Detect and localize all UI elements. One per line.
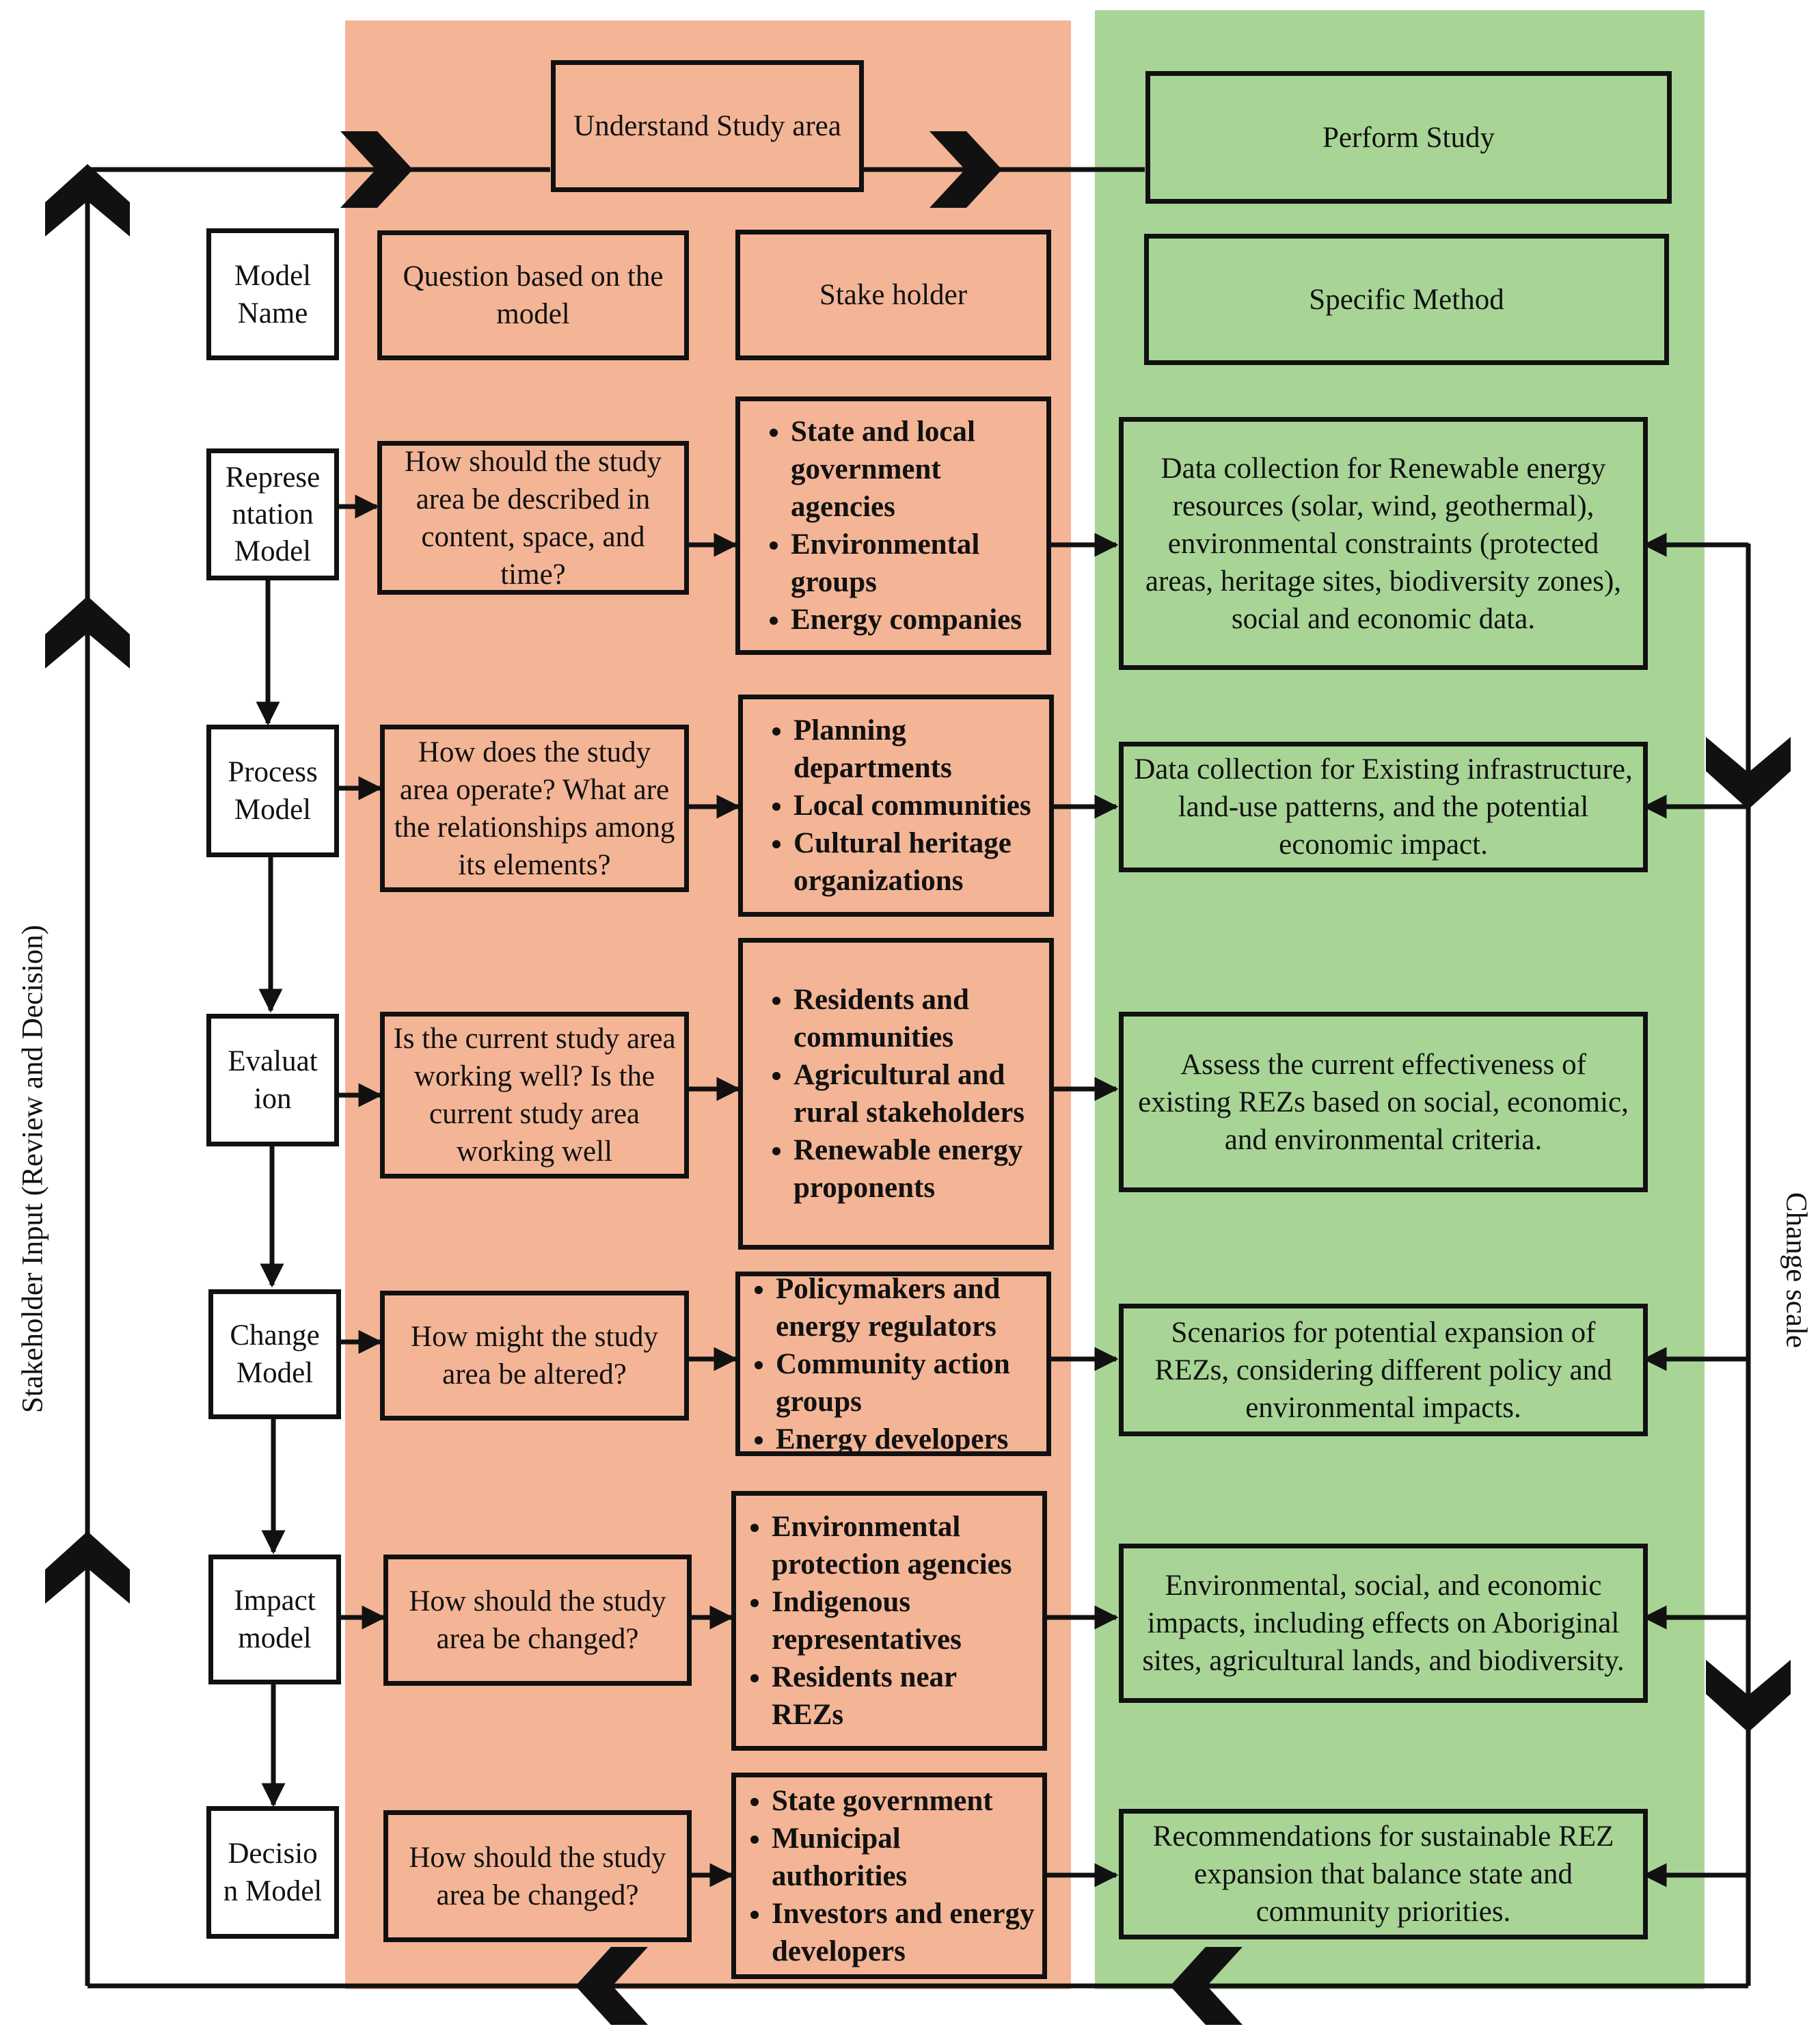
stakeholder-item: State and local government agencies (791, 413, 1040, 526)
question-box-5: How should the study area be changed? (383, 1555, 692, 1686)
impact-model-box: Impact model (208, 1555, 341, 1684)
stakeholder-box-4: Policymakers and energy regulators Commu… (735, 1272, 1051, 1456)
stakeholder-item: Residents and communities (793, 981, 1042, 1056)
stakeholder-item: Policymakers and energy regulators (776, 1276, 1040, 1345)
model-name-header: Model Name (206, 228, 339, 360)
stakeholder-list-2: Planning departments Local communities C… (754, 712, 1042, 900)
stakeholder-box-3: Residents and communities Agricultural a… (738, 938, 1054, 1250)
stakeholder-item: Residents near REZs (772, 1658, 1035, 1734)
chevron-up-icon (45, 164, 130, 237)
chevron-up-icon (45, 1531, 130, 1604)
chevron-down-icon (1706, 737, 1791, 809)
chevron-down-icon (1706, 1660, 1791, 1732)
method-box-4: Scenarios for potential expansion of REZ… (1119, 1304, 1648, 1436)
stakeholder-item: Planning departments (793, 712, 1042, 787)
stakeholder-item: Community action groups (776, 1345, 1040, 1421)
change-model-box: Change Model (208, 1289, 341, 1419)
stakeholder-box-5: Environmental protection agencies Indige… (731, 1491, 1047, 1751)
stakeholder-item: Municipal authorities (772, 1820, 1035, 1895)
specific-method-header: Specific Method (1144, 234, 1669, 365)
question-box-6: How should the study area be changed? (383, 1810, 692, 1942)
change-scale-label: Change scale (1780, 1192, 1813, 1349)
stakeholder-item: Cultural heritage organizations (793, 824, 1042, 900)
stakeholder-item: State government (772, 1782, 1035, 1820)
perform-study-box: Perform Study (1145, 71, 1672, 204)
method-box-1: Data collection for Renewable energy res… (1119, 417, 1648, 670)
evaluation-model-box: Evaluat ion (206, 1014, 339, 1146)
stakeholder-item: Agricultural and rural stakeholders (793, 1056, 1042, 1131)
stakeholder-list-4: Policymakers and energy regulators Commu… (746, 1276, 1040, 1452)
stakeholder-item: Indigenous representatives (772, 1583, 1035, 1658)
chevron-right-icon (930, 131, 1002, 208)
stakeholder-item: Energy companies (791, 601, 1040, 638)
method-box-5: Environmental, social, and economic impa… (1119, 1544, 1648, 1703)
stakeholder-item: Renewable energy proponents (793, 1131, 1042, 1207)
representation-model-box: Represe ntation Model (206, 448, 339, 580)
stakeholder-list-1: State and local government agencies Envi… (751, 413, 1040, 638)
method-box-2: Data collection for Existing infrastruct… (1119, 742, 1648, 872)
process-model-box: Process Model (206, 725, 339, 857)
stakeholder-item: Environmental protection agencies (772, 1508, 1035, 1583)
stakeholder-list-6: State government Municipal authorities I… (742, 1782, 1035, 1970)
question-box-2: How does the study area operate? What ar… (380, 725, 689, 892)
chevron-left-icon (575, 1947, 648, 2025)
stakeholder-box-1: State and local government agencies Envi… (735, 396, 1051, 655)
stakeholder-input-label: Stakeholder Input (Review and Decision) (16, 924, 49, 1414)
chevron-left-icon (1170, 1947, 1243, 2025)
stakeholder-item: Environmental groups (791, 526, 1040, 601)
stakeholder-list-3: Residents and communities Agricultural a… (754, 981, 1042, 1207)
question-box-4: How might the study area be altered? (380, 1291, 689, 1421)
chevron-up-icon (45, 596, 130, 669)
method-box-3: Assess the current effectiveness of exis… (1119, 1012, 1648, 1192)
stakeholder-box-6: State government Municipal authorities I… (731, 1773, 1047, 1979)
question-box-3: Is the current study area working well? … (380, 1012, 689, 1179)
method-box-6: Recommendations for sustainable REZ expa… (1119, 1809, 1648, 1939)
question-header: Question based on the model (377, 230, 689, 360)
stakeholder-box-2: Planning departments Local communities C… (738, 695, 1054, 917)
chevron-right-icon (340, 131, 413, 208)
stakeholder-list-5: Environmental protection agencies Indige… (742, 1508, 1035, 1734)
decision-model-box: Decisio n Model (206, 1806, 339, 1939)
stakeholder-header: Stake holder (735, 230, 1051, 360)
stakeholder-item: Energy developers (776, 1421, 1040, 1452)
question-box-1: How should the study area be described i… (377, 441, 689, 595)
understand-study-box: Understand Study area (551, 60, 864, 192)
stakeholder-item: Local communities (793, 787, 1042, 824)
stakeholder-item: Investors and energy developers (772, 1895, 1035, 1970)
